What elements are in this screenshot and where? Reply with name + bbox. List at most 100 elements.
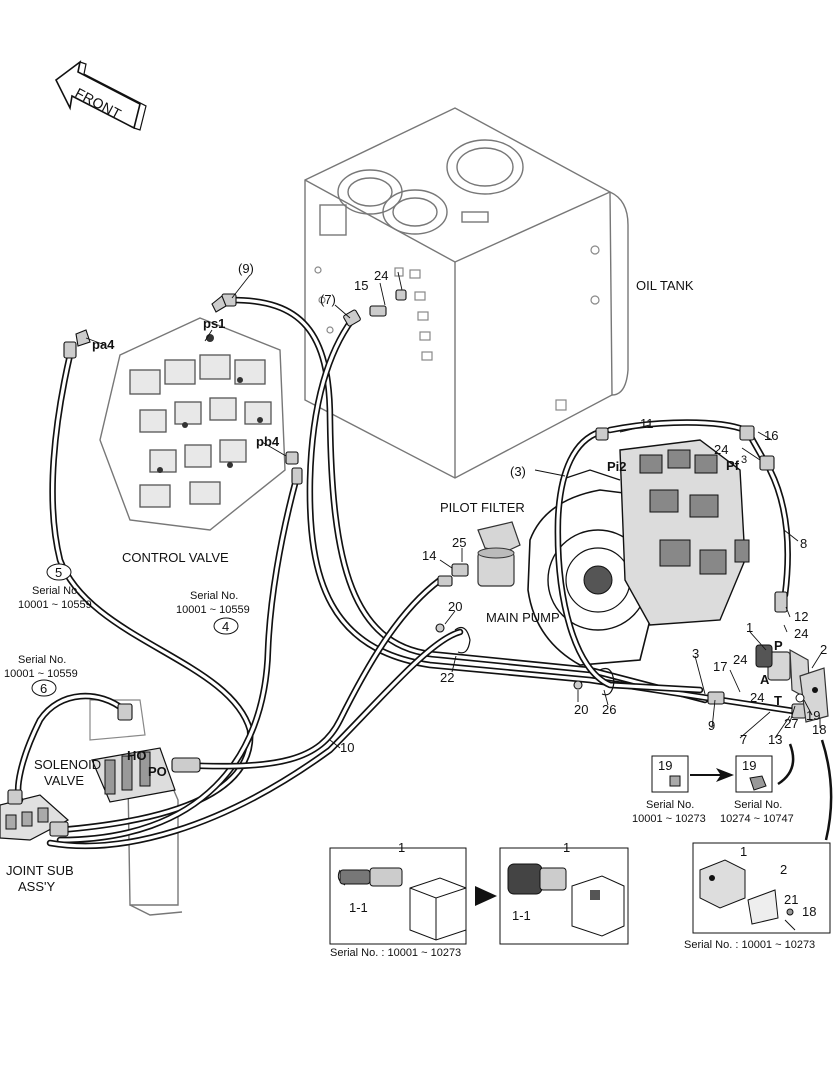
callout-14: 14 <box>422 548 436 563</box>
callout-3-paren: (3) <box>510 464 526 479</box>
solenoid-label-2: VALVE <box>44 773 84 788</box>
callout-13: 13 <box>768 732 782 747</box>
port-p: P <box>774 638 783 653</box>
port-pi2: Pi2 <box>607 459 627 474</box>
callout-24-tank: 24 <box>374 268 388 283</box>
main-pump-label: MAIN PUMP <box>486 610 560 625</box>
callout-1-top: 1 <box>746 620 753 635</box>
hose-4 <box>56 476 300 844</box>
callout-11: 11 <box>640 416 654 431</box>
arrow-icon <box>690 768 734 782</box>
arrow-right-icon <box>475 886 497 906</box>
joint-sub-label-1: JOINT SUB <box>6 863 74 878</box>
sol-new-sub: 1-1 <box>512 908 531 923</box>
port-pb4: pb4 <box>256 434 280 449</box>
oil-tank-label: OIL TANK <box>636 278 694 293</box>
hose-9 <box>228 296 709 704</box>
port-t: T <box>774 693 782 708</box>
callout-22: 22 <box>440 670 454 685</box>
port-po: PO <box>148 764 167 779</box>
hose-3 <box>554 428 704 694</box>
hose-10 <box>176 576 444 770</box>
port-pf-superscript: 3 <box>741 454 747 466</box>
sol-old-sub: 1-1 <box>349 900 368 915</box>
bolt-old-serial-2: 10001 ~ 10273 <box>632 813 706 825</box>
solenoid-inset-old: 1 1-1 Serial No. : 10001 ~ 10273 <box>329 840 467 959</box>
brk-number-18: 18 <box>802 904 816 919</box>
brk-number-2: 2 <box>780 862 787 877</box>
hose-8 <box>766 466 791 599</box>
callout-7-paren: (7) <box>320 292 336 307</box>
port-pf: Pf <box>726 458 740 473</box>
serial-5-line1: Serial No. <box>32 585 80 597</box>
serial-6-line1: Serial No. <box>18 654 66 666</box>
callout-12: 12 <box>794 609 808 624</box>
callout-17: 17 <box>713 659 727 674</box>
callout-27: 27 <box>784 716 798 731</box>
serial-5-line2: 10001 ~ 10559 <box>18 599 92 611</box>
callout-19: 19 <box>806 708 820 723</box>
callout-20-low: 20 <box>574 702 588 717</box>
solenoid-valve <box>89 699 183 916</box>
callout-15: 15 <box>354 278 368 293</box>
control-valve-label: CONTROL VALVE <box>122 550 229 565</box>
circled-6: 6 <box>40 681 47 696</box>
hose-bottom-bundle <box>46 628 464 850</box>
callout-10: 10 <box>340 740 354 755</box>
circled-4: 4 <box>222 619 229 634</box>
solenoid-inset-new: 1 1-1 <box>499 840 629 945</box>
joint-sub-label-2: ASS'Y <box>18 879 55 894</box>
control-valve <box>99 317 286 531</box>
bolt-old-serial-1: Serial No. <box>646 799 694 811</box>
oil-tank <box>304 107 629 479</box>
bolt-new-serial-2: 10274 ~ 10747 <box>720 813 794 825</box>
front-arrow: FRONT <box>54 60 147 131</box>
callout-9: 9 <box>708 718 715 733</box>
fittings <box>7 289 807 837</box>
port-a: A <box>760 672 770 687</box>
leader-lines <box>85 271 823 749</box>
serial-6-line2: 10001 ~ 10559 <box>4 668 78 680</box>
callout-24-mid: 24 <box>794 626 808 641</box>
serial-4-line2: 10001 ~ 10559 <box>176 604 250 616</box>
callout-9-paren: (9) <box>238 261 254 276</box>
hose-6 <box>14 692 128 804</box>
callout-labels: (9) (7) (3) 24 15 11 24 16 8 12 24 1 2 1… <box>238 261 827 755</box>
callout-24-pi: 24 <box>714 442 728 457</box>
port-ps1: ps1 <box>203 316 225 331</box>
serial-notes: 5 Serial No. 10001 ~ 10559 Serial No. 10… <box>4 563 250 697</box>
bolt-inset-new: 19 Serial No. 10274 ~ 10747 <box>720 743 795 825</box>
circled-5: 5 <box>55 565 62 580</box>
callout-24-b: 24 <box>750 690 764 705</box>
callout-3: 3 <box>692 646 699 661</box>
callout-24-a: 24 <box>733 652 747 667</box>
serial-4-line1: Serial No. <box>190 590 238 602</box>
solenoid-label-1: SOLENOID <box>34 757 101 772</box>
bolt-old-number: 19 <box>658 758 672 773</box>
callout-2-top: 2 <box>820 642 827 657</box>
leader-curve-18 <box>820 739 833 841</box>
brk-number-21: 21 <box>784 892 798 907</box>
port-ho: HO <box>127 748 147 763</box>
sol-old-serial: Serial No. : 10001 ~ 10273 <box>330 947 461 959</box>
callout-25: 25 <box>452 535 466 550</box>
callout-8: 8 <box>800 536 807 551</box>
bolt-inset-old: 19 Serial No. 10001 ~ 10273 <box>632 755 706 825</box>
sol-new-number: 1 <box>563 840 570 855</box>
callout-7: 7 <box>740 732 747 747</box>
pilot-filter-label: PILOT FILTER <box>440 500 525 515</box>
bracket-inset: 1 2 21 18 Serial No. : 10001 ~ 10273 <box>684 842 831 951</box>
callout-26: 26 <box>602 702 616 717</box>
port-labels: ps1 pa4 pb4 Pi2 Pf 3 P A T HO PO <box>92 316 783 779</box>
bolt-new-serial-1: Serial No. <box>734 799 782 811</box>
callout-18: 18 <box>812 722 826 737</box>
pilot-filter <box>477 521 521 587</box>
main-pump <box>527 439 750 666</box>
brk-serial: Serial No. : 10001 ~ 10273 <box>684 939 815 951</box>
callout-20-top: 20 <box>448 599 462 614</box>
sol-old-number: 1 <box>398 840 405 855</box>
callout-16: 16 <box>764 428 778 443</box>
hose-11 <box>606 419 749 434</box>
